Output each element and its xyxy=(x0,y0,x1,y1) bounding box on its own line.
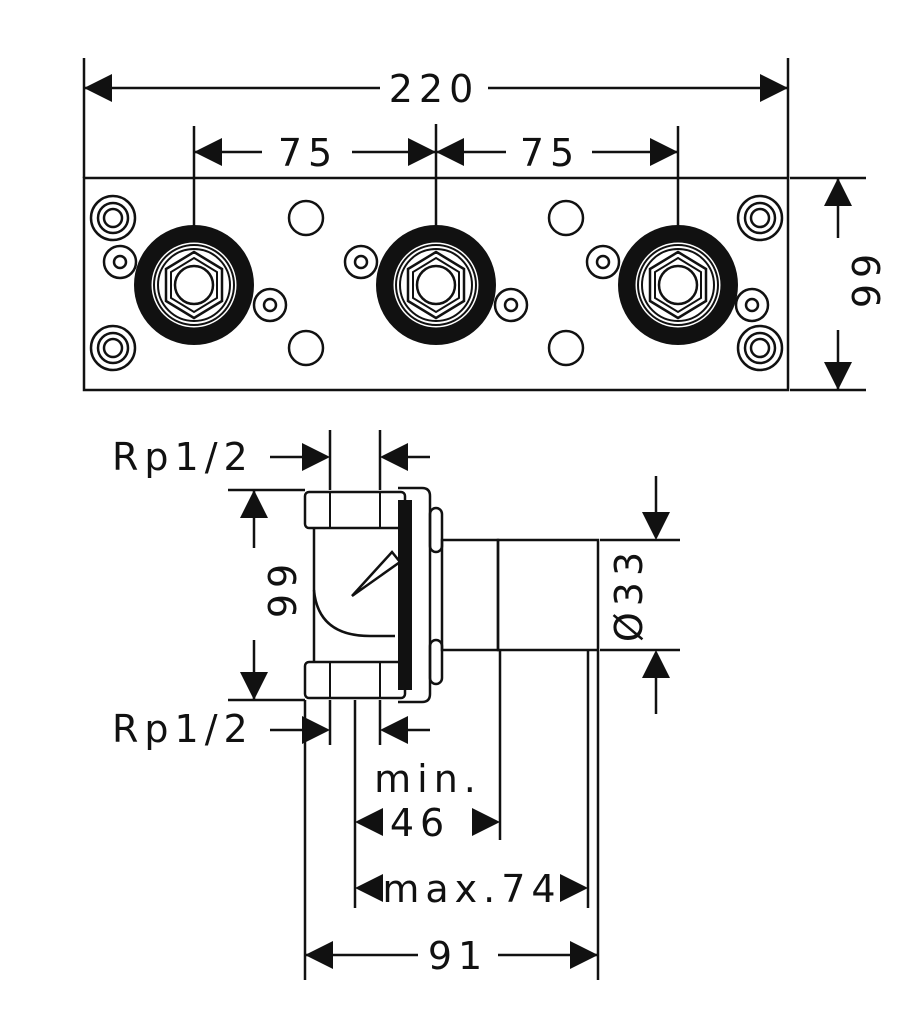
valve-outlet-right xyxy=(616,223,740,347)
side-view: Rp1/2 66 xyxy=(112,430,680,980)
screw-icon xyxy=(585,244,621,280)
arrow-right-icon xyxy=(760,74,788,102)
thread-label-top: Rp1/2 xyxy=(112,435,254,479)
arrow-right-icon xyxy=(570,941,598,969)
arrow-right-icon xyxy=(302,716,330,744)
corner-bolt-icon xyxy=(736,194,784,242)
arrow-left-icon xyxy=(380,716,408,744)
screw-icon xyxy=(102,244,138,280)
corner-bolt-icon xyxy=(89,324,137,372)
screw-icon xyxy=(734,287,770,323)
arrow-left-icon xyxy=(305,941,333,969)
arrow-right-icon xyxy=(302,443,330,471)
front-view: 220 75 75 xyxy=(82,58,887,392)
mounting-hole xyxy=(287,329,325,367)
arrow-left-icon xyxy=(355,808,383,836)
arrow-left-icon xyxy=(355,874,383,902)
arrow-right-icon xyxy=(560,874,588,902)
dim-overall-width: 220 xyxy=(389,67,480,111)
mounting-plate xyxy=(82,176,790,392)
arrow-right-icon xyxy=(472,808,500,836)
arrow-up-icon xyxy=(642,650,670,678)
valve-outlet-left xyxy=(132,223,256,347)
screw-icon xyxy=(343,244,379,280)
arrow-down-icon xyxy=(642,512,670,540)
arrow-down-icon xyxy=(824,362,852,390)
dim-body-height: 66 xyxy=(259,564,303,624)
thread-label-bottom: Rp1/2 xyxy=(112,707,254,751)
valve-outlet-center xyxy=(374,223,498,347)
screw-icon xyxy=(493,287,529,323)
screw-icon xyxy=(252,287,288,323)
dim-diameter: Ø33 xyxy=(607,546,651,642)
arrow-left-icon xyxy=(436,138,464,166)
dim-spacing-right: 75 xyxy=(520,131,580,175)
arrow-left-icon xyxy=(380,443,408,471)
dim-min-value: 46 xyxy=(390,801,450,845)
corner-bolt-icon xyxy=(89,194,137,242)
dim-max-value: max.74 xyxy=(382,867,561,911)
arrow-left-icon xyxy=(84,74,112,102)
dim-depth: 91 xyxy=(428,934,488,978)
arrow-up-icon xyxy=(240,490,268,518)
arrow-left-icon xyxy=(194,138,222,166)
mounting-hole xyxy=(287,199,325,237)
arrow-right-icon xyxy=(650,138,678,166)
dim-spacing-left: 75 xyxy=(278,131,338,175)
dim-plate-height: 66 xyxy=(843,254,887,314)
mounting-hole xyxy=(547,329,585,367)
valve-body xyxy=(303,486,600,704)
mounting-hole xyxy=(547,199,585,237)
arrow-down-icon xyxy=(240,672,268,700)
arrow-right-icon xyxy=(408,138,436,166)
corner-bolt-icon xyxy=(736,324,784,372)
dim-min-label: min. xyxy=(374,757,482,801)
arrow-up-icon xyxy=(824,178,852,206)
